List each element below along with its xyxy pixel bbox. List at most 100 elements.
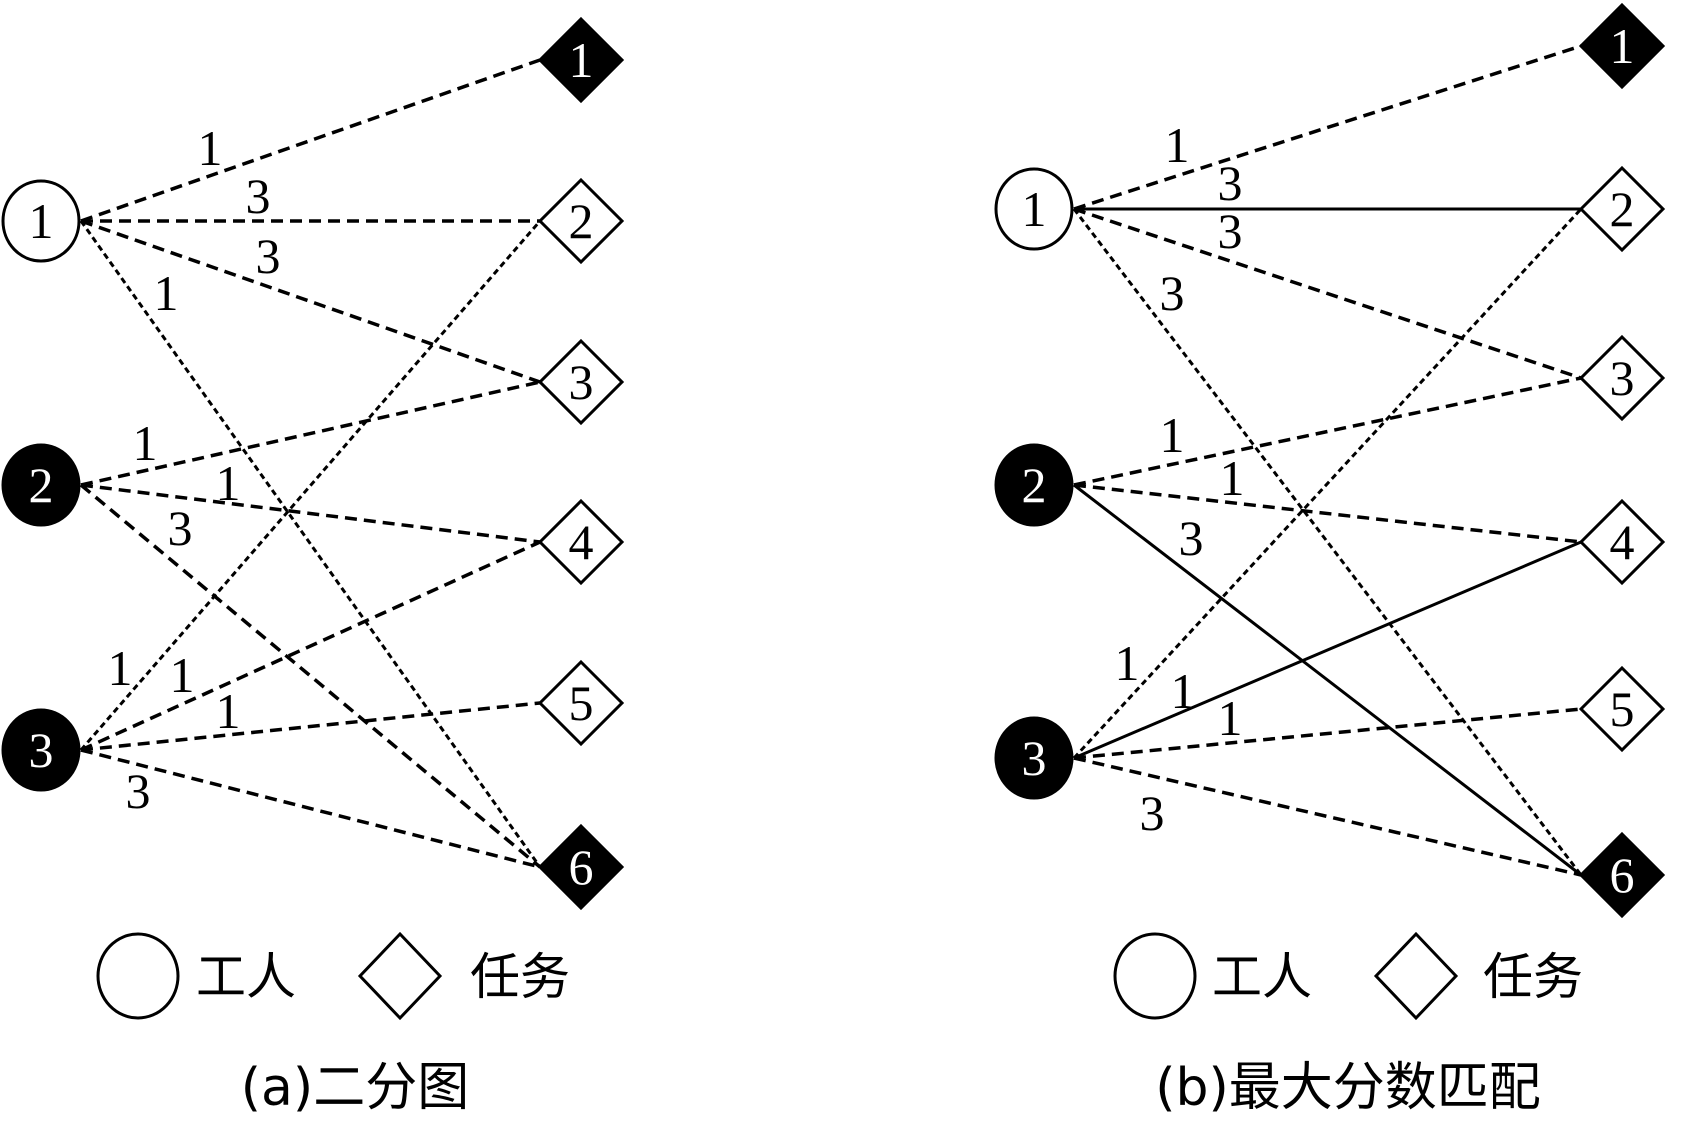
edge-worker-1-task-1	[1073, 44, 1582, 211]
edge-weight-label: 3	[1179, 510, 1204, 566]
task-node-4: 4	[1578, 498, 1666, 586]
task-label: 5	[1610, 681, 1635, 737]
task-label: 1	[569, 32, 594, 88]
task-diamond-icon	[537, 16, 625, 104]
edge-worker-2-task-4	[1073, 483, 1582, 544]
task-label: 2	[569, 193, 594, 249]
task-label: 5	[569, 675, 594, 731]
worker-circle-icon	[1, 443, 81, 527]
edge-worker-2-task-6	[1073, 483, 1582, 877]
edge-weight-label: 1	[1218, 690, 1243, 746]
edge-weight-label: 1	[1160, 407, 1185, 463]
edge-weight-label: 3	[1218, 203, 1243, 259]
edge-weight-label: 3	[246, 168, 271, 224]
worker-node-1: 1	[994, 167, 1074, 251]
edge-worker-1-task-3	[1073, 207, 1582, 380]
edge-weight-label: 1	[216, 455, 241, 511]
task-node-3: 3	[537, 338, 625, 426]
task-diamond-icon	[537, 498, 625, 586]
worker-node-3: 3	[994, 716, 1074, 800]
worker-label: 3	[29, 722, 54, 778]
task-node-1: 1	[537, 16, 625, 104]
task-node-3: 3	[1578, 334, 1666, 422]
legend-worker-label: 工人	[1212, 948, 1312, 1006]
task-diamond-icon	[1578, 498, 1666, 586]
edge-worker-3-task-6	[80, 748, 541, 869]
worker-circle-icon	[994, 716, 1074, 800]
worker-node-3: 3	[1, 708, 81, 792]
panel-a-edges	[79, 58, 542, 869]
task-node-1: 1	[1578, 2, 1666, 90]
task-diamond-icon	[1578, 665, 1666, 753]
legend-worker-label: 工人	[196, 948, 296, 1006]
edge-weight-label: 3	[1218, 155, 1243, 211]
worker-label: 3	[1022, 730, 1047, 786]
edge-worker-2-task-4	[80, 483, 541, 544]
edge-weight-label: 3	[168, 500, 193, 556]
task-diamond-icon	[1578, 165, 1666, 253]
edge-weight-label: 1	[1165, 117, 1190, 173]
task-node-2: 2	[1578, 165, 1666, 253]
edge-weight-label: 1	[108, 640, 133, 696]
edge-worker-2-task-3	[1073, 376, 1582, 487]
worker-label: 2	[1022, 457, 1047, 513]
edge-weight-label: 1	[154, 265, 179, 321]
task-diamond-icon	[537, 338, 625, 426]
edge-weight-label: 1	[1115, 635, 1140, 691]
panel-a-legend: 工人 任务	[96, 931, 570, 1021]
legend-task-label: 任务	[1483, 948, 1583, 1006]
legend-worker-circle-icon	[1113, 932, 1197, 1020]
task-diamond-icon	[1578, 2, 1666, 90]
task-diamond-icon	[1578, 831, 1666, 919]
task-label: 3	[569, 354, 594, 410]
edge-weight-label: 3	[126, 763, 151, 819]
worker-label: 1	[1022, 181, 1047, 237]
panel-b-caption: (b)最大分数匹配	[1155, 1058, 1541, 1118]
panel-a-caption: (a)二分图	[241, 1058, 469, 1118]
edge-worker-1-task-1	[80, 58, 541, 223]
edge-worker-3-task-2	[1072, 207, 1583, 760]
task-label: 4	[569, 514, 594, 570]
task-node-6: 6	[537, 823, 625, 911]
worker-circle-icon	[1, 708, 81, 792]
worker-label: 2	[29, 457, 54, 513]
edge-weight-label: 1	[216, 683, 241, 739]
edge-weight-label: 1	[133, 415, 158, 471]
edge-worker-2-task-3	[80, 380, 541, 487]
edge-weight-label: 1	[170, 647, 195, 703]
edge-weight-label: 1	[198, 120, 223, 176]
edge-worker-2-task-6	[79, 483, 542, 869]
task-label: 4	[1610, 514, 1635, 570]
edge-worker-3-task-5	[1073, 707, 1582, 760]
edge-weight-label: 1	[1171, 663, 1196, 719]
edge-weight-label: 3	[1140, 785, 1165, 841]
task-node-6: 6	[1578, 831, 1666, 919]
worker-label: 1	[29, 193, 54, 249]
edge-worker-3-task-4	[1073, 540, 1582, 760]
edge-weight-label: 3	[256, 228, 281, 284]
task-node-5: 5	[537, 659, 625, 747]
worker-node-2: 2	[1, 443, 81, 527]
legend-task-label: 任务	[470, 948, 570, 1006]
task-node-2: 2	[537, 177, 625, 265]
task-node-4: 4	[537, 498, 625, 586]
legend-task-diamond-icon	[357, 931, 443, 1021]
worker-node-1: 1	[1, 179, 81, 263]
task-diamond-icon	[1578, 334, 1666, 422]
edge-worker-3-task-2	[79, 220, 542, 751]
edge-weight-label: 1	[1220, 450, 1245, 506]
task-diamond-icon	[537, 659, 625, 747]
task-node-5: 5	[1578, 665, 1666, 753]
worker-node-2: 2	[994, 443, 1074, 527]
edge-weight-label: 3	[1160, 265, 1185, 321]
task-diamond-icon	[537, 823, 625, 911]
edge-worker-3-task-5	[80, 701, 541, 752]
legend-task-diamond-icon	[1373, 931, 1459, 1021]
